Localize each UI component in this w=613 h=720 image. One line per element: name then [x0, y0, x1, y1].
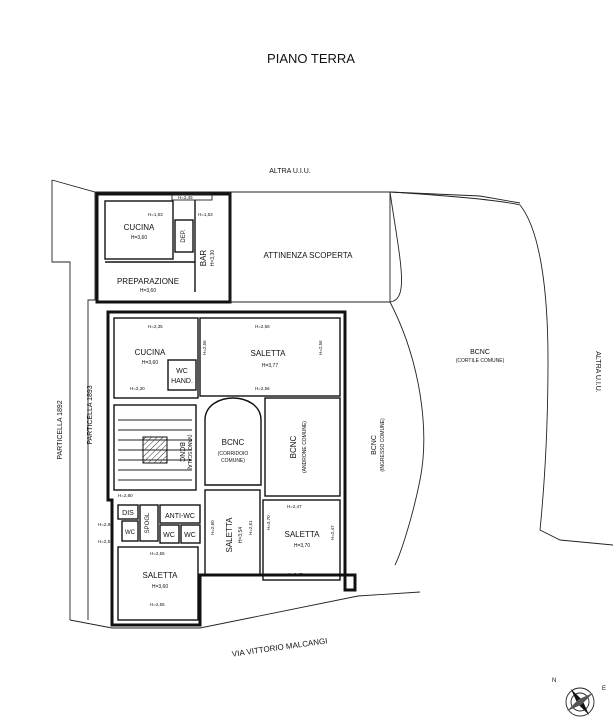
top-neighbor-label: ALTRA U.I.U.	[269, 168, 311, 175]
bar-label: BAR	[199, 250, 208, 267]
height-h14: H=2,60	[210, 520, 215, 535]
height-h2: H=1,53	[148, 212, 163, 217]
dep-label: DEP.	[181, 229, 187, 243]
bcnc-ingresso-sub: (INGRESSO COMUNE)	[380, 418, 386, 472]
saletta-right-height: H=3,70	[294, 543, 310, 549]
cucina-top-label: CUCINA	[124, 223, 155, 232]
saletta-right-label: SALETTA	[285, 530, 321, 539]
room-dis	[117, 504, 139, 520]
dis-label: DIS	[122, 510, 134, 517]
saletta-top-label: SALETTA	[251, 349, 287, 358]
main-building-outline	[106, 310, 357, 627]
bcnc-androne-label: BCNC	[289, 435, 298, 458]
preparazione-label: PREPARAZIONE	[117, 277, 179, 286]
room-wc-hand	[167, 359, 197, 391]
wc-b-label: WC	[163, 532, 175, 539]
height-h17: H=2,55	[150, 551, 165, 556]
bar-height: H=3,30	[210, 250, 216, 266]
street-boundary	[69, 591, 421, 629]
room-anti-wc	[159, 504, 201, 524]
wc-a-label: WC	[125, 530, 136, 536]
height-h13: H=2,80	[98, 522, 113, 527]
height-h12: H=3,70	[266, 515, 271, 530]
wc-hand-label-2: HAND.	[171, 378, 193, 385]
saletta-bottom-height: H=3,60	[152, 584, 168, 590]
plan-title: PIANO TERRA	[267, 51, 355, 66]
room-corridoio	[204, 397, 262, 486]
room-saletta-mid	[204, 489, 261, 576]
anti-wc-label: ANTI-WC	[165, 513, 195, 520]
saletta-mid-label: SALETTA	[225, 517, 234, 553]
height-h5: H=2,56	[255, 324, 270, 329]
left-boundary-inner	[87, 192, 96, 620]
top-boundary	[51, 179, 521, 204]
room-saletta-right	[262, 499, 341, 581]
cortile-inner-curve	[389, 191, 402, 303]
bcnc-androne-sub: (ANDRONE COMUNE)	[302, 421, 308, 473]
room-saletta-top	[199, 317, 341, 397]
bcnc-ingresso-label: BCNC	[371, 435, 378, 455]
wc-hand-label: WC	[176, 368, 188, 375]
left-boundary-outer	[51, 180, 71, 620]
height-h15: H=2,61	[248, 520, 253, 535]
room-dep	[174, 219, 194, 253]
spogl-label: SPOGL	[145, 512, 151, 533]
room-saletta-bottom	[117, 546, 199, 621]
cucina-top-height: H=3,60	[131, 235, 147, 241]
bcnc-cortile-label: BCNC	[470, 349, 490, 356]
height-h8: H=2,56	[202, 340, 207, 355]
height-h9: H=2,56	[318, 340, 323, 355]
height-h1: H=2,45	[178, 195, 193, 200]
height-h6: H=2,30	[130, 386, 145, 391]
preparazione-height: H=3,60	[140, 288, 156, 294]
saletta-bottom-label: SALETTA	[143, 571, 179, 580]
cucina-height: H=3,60	[142, 360, 158, 366]
bcnc-corridoio-label: BCNC	[222, 438, 245, 447]
street-label: VIA VITTORIO MALCANGI	[231, 636, 328, 658]
room-vano-scala	[113, 404, 197, 491]
room-cucina-top	[104, 200, 174, 260]
right-neighbor-label: ALTRA U.I.U.	[594, 351, 601, 393]
cortile-outline	[389, 191, 613, 546]
height-h3: H=1,53	[198, 212, 213, 217]
height-h11: H=2,47	[287, 504, 302, 509]
height-h19: H=2,55	[150, 602, 165, 607]
compass-north: N	[552, 678, 556, 684]
bcnc-scala-label: BCNC	[178, 442, 185, 462]
particella-1892-label: PARTICELLA 1892	[57, 400, 64, 459]
bcnc-corridoio-sub: (CORRIDOIO	[218, 451, 249, 457]
height-h16: H=2,47	[288, 572, 303, 577]
compass-east: E	[602, 686, 606, 692]
attinenza-boundary	[229, 192, 391, 303]
saletta-mid-height: H=3,54	[238, 527, 244, 543]
height-h4: H=2,35	[148, 324, 163, 329]
bcnc-corridoio-sub2: COMUNE)	[221, 458, 245, 464]
room-spogl	[139, 504, 159, 542]
ingresso-curve	[389, 301, 425, 566]
height-h20: H=2,55	[98, 539, 113, 544]
room-wc-b	[159, 524, 180, 544]
room-cucina	[113, 317, 199, 399]
compass-rose: N E	[552, 678, 606, 717]
attinenza-label: ATTINENZA SCOPERTA	[264, 251, 354, 260]
height-h18: H=2,47	[330, 525, 335, 540]
room-wc-a	[121, 520, 139, 542]
door-bar-top	[171, 193, 213, 201]
wc-c-label: WC	[184, 532, 196, 539]
height-h7: H=2,56	[255, 386, 270, 391]
particella-1893-label: PARTICELLA 1893	[87, 385, 94, 444]
bcnc-cortile-sub: (CORTILE COMUNE)	[456, 358, 505, 364]
staircase	[118, 419, 192, 481]
room-wc-c	[180, 524, 201, 544]
cucina-label: CUCINA	[135, 348, 166, 357]
bcnc-scala-sub: (VANO SCALA)	[186, 435, 192, 470]
height-h10: H=2,80	[118, 493, 133, 498]
saletta-top-height: H=3,77	[262, 363, 278, 369]
room-androne	[264, 397, 341, 497]
